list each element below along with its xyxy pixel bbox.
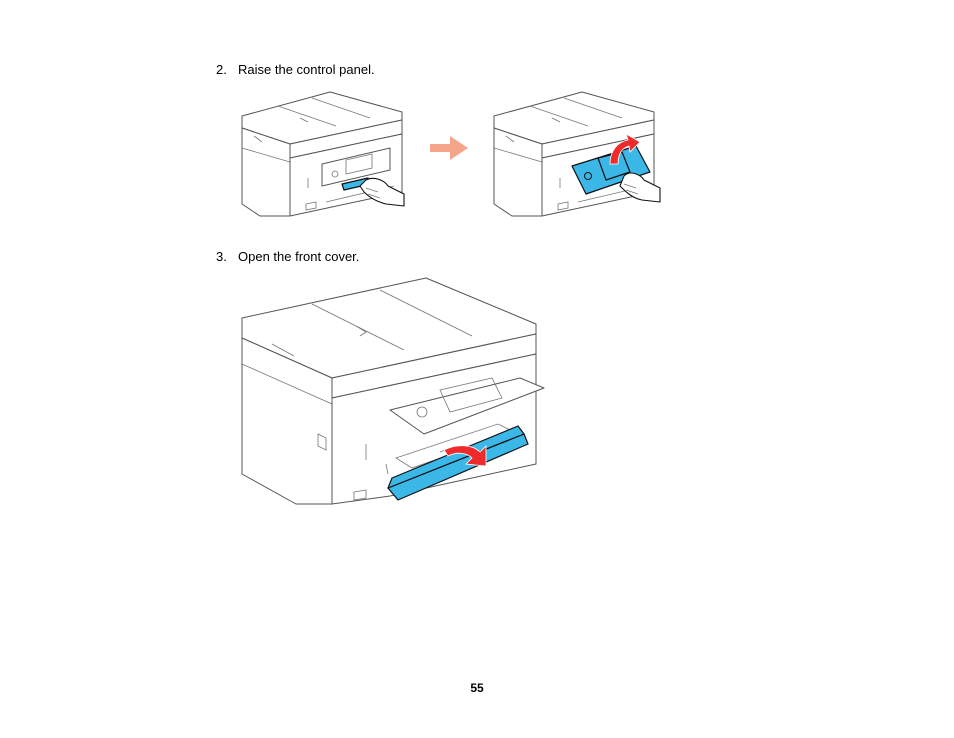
printer-large <box>242 278 544 504</box>
step-number: 3. <box>216 249 238 265</box>
step-3-instruction: 3.Open the front cover. <box>216 249 359 265</box>
open-front-cover-illustration <box>236 274 548 508</box>
transition-arrow-icon <box>430 136 468 160</box>
step-text: Raise the control panel. <box>238 62 375 77</box>
printer-after <box>494 92 660 216</box>
step-2-instruction: 2.Raise the control panel. <box>216 62 375 78</box>
printer-before <box>242 92 404 216</box>
raise-control-panel-illustration <box>238 88 668 220</box>
step-number: 2. <box>216 62 238 78</box>
page-number: 55 <box>0 681 954 695</box>
step-text: Open the front cover. <box>238 249 359 264</box>
